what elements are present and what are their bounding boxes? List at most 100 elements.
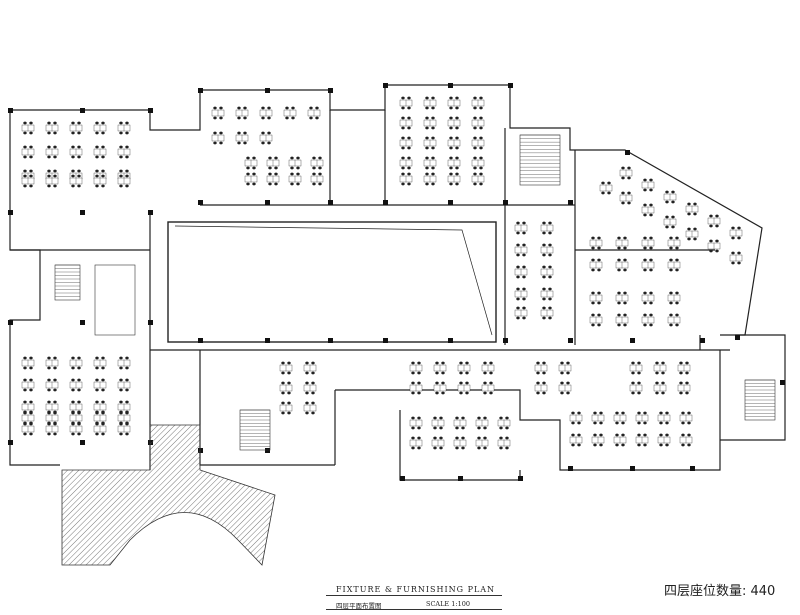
stair-cores — [54, 134, 776, 451]
desk-cluster — [615, 258, 629, 272]
desk-cluster — [93, 356, 107, 370]
desk-cluster — [653, 361, 667, 375]
desk-cluster — [211, 131, 225, 145]
desk-cluster — [471, 96, 485, 110]
desk-cluster — [453, 436, 467, 450]
desk-cluster — [641, 291, 655, 305]
desk-cluster — [569, 433, 583, 447]
desk-cluster — [653, 381, 667, 395]
desk-cluster — [21, 400, 35, 414]
desk-cluster — [657, 433, 671, 447]
desk-cluster — [471, 136, 485, 150]
desk-cluster — [117, 356, 131, 370]
desk-cluster — [288, 156, 302, 170]
desk-cluster — [21, 145, 35, 159]
desk-cluster — [558, 381, 572, 395]
desk-cluster — [235, 131, 249, 145]
desk-cluster — [244, 156, 258, 170]
seat-count-label: 四层座位数量: 440 — [664, 584, 776, 599]
desk-cluster — [457, 361, 471, 375]
desk-cluster — [635, 433, 649, 447]
desk-cluster — [599, 181, 613, 195]
desk-cluster — [399, 156, 413, 170]
desk-cluster — [558, 361, 572, 375]
desk-cluster — [69, 356, 83, 370]
desk-cluster — [21, 174, 35, 188]
desk-clusters — [21, 96, 743, 450]
desk-cluster — [514, 306, 528, 320]
desk-cluster — [303, 381, 317, 395]
desk-cluster — [45, 378, 59, 392]
desk-cluster — [471, 156, 485, 170]
desk-cluster — [93, 411, 107, 425]
desk-cluster — [591, 411, 605, 425]
desk-cluster — [685, 202, 699, 216]
desk-cluster — [589, 313, 603, 327]
desk-cluster — [497, 436, 511, 450]
desk-cluster — [615, 313, 629, 327]
desk-cluster — [615, 291, 629, 305]
desk-cluster — [69, 422, 83, 436]
desk-cluster — [45, 422, 59, 436]
desk-cluster — [45, 356, 59, 370]
desk-cluster — [45, 174, 59, 188]
desk-cluster — [21, 121, 35, 135]
desk-cluster — [431, 416, 445, 430]
desk-cluster — [288, 172, 302, 186]
desk-cluster — [514, 265, 528, 279]
desk-cluster — [589, 258, 603, 272]
desk-cluster — [481, 381, 495, 395]
desk-cluster — [45, 400, 59, 414]
desk-cluster — [667, 258, 681, 272]
desk-cluster — [619, 166, 633, 180]
desk-cluster — [457, 381, 471, 395]
desk-cluster — [677, 361, 691, 375]
desk-cluster — [447, 136, 461, 150]
desk-cluster — [540, 287, 554, 301]
title-block: FIXTURE & FURNISHING PLAN 四层平面布置图 SCALE … — [326, 583, 502, 611]
desk-cluster — [641, 178, 655, 192]
desk-cluster — [21, 378, 35, 392]
desk-cluster — [663, 190, 677, 204]
desk-cluster — [409, 361, 423, 375]
desk-cluster — [244, 172, 258, 186]
drawing-title-en: FIXTURE & FURNISHING PLAN — [336, 585, 496, 594]
desk-cluster — [613, 411, 627, 425]
desk-cluster — [534, 381, 548, 395]
desk-cluster — [591, 433, 605, 447]
desk-cluster — [93, 378, 107, 392]
drawing-scale: SCALE 1:100 — [426, 600, 470, 608]
desk-cluster — [667, 313, 681, 327]
desk-cluster — [399, 96, 413, 110]
desk-cluster — [399, 116, 413, 130]
desk-cluster — [303, 361, 317, 375]
desk-cluster — [279, 401, 293, 415]
desk-cluster — [679, 433, 693, 447]
desk-cluster — [619, 191, 633, 205]
desk-cluster — [235, 106, 249, 120]
desk-cluster — [471, 172, 485, 186]
desk-cluster — [307, 106, 321, 120]
desk-cluster — [447, 172, 461, 186]
desk-cluster — [117, 145, 131, 159]
desk-cluster — [93, 145, 107, 159]
desk-cluster — [635, 411, 649, 425]
desk-cluster — [707, 239, 721, 253]
desk-cluster — [259, 106, 273, 120]
desk-cluster — [540, 265, 554, 279]
desk-cluster — [45, 145, 59, 159]
desk-cluster — [657, 411, 671, 425]
desk-cluster — [21, 411, 35, 425]
desk-cluster — [69, 378, 83, 392]
desk-cluster — [399, 136, 413, 150]
desk-cluster — [423, 116, 437, 130]
desk-cluster — [497, 416, 511, 430]
desk-cluster — [447, 156, 461, 170]
desk-cluster — [409, 416, 423, 430]
desk-cluster — [423, 156, 437, 170]
desk-cluster — [613, 433, 627, 447]
desk-cluster — [69, 411, 83, 425]
desk-cluster — [540, 306, 554, 320]
desk-cluster — [433, 361, 447, 375]
